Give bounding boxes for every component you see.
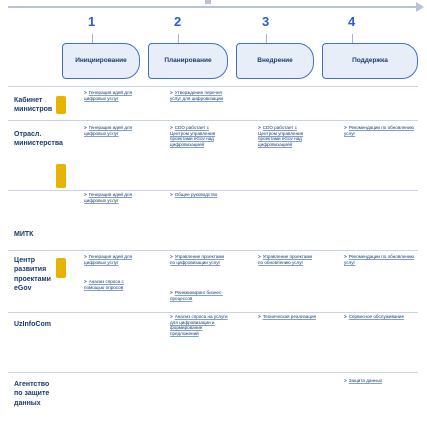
stage-connector [352,34,353,44]
band-cabinet [56,96,66,114]
list-item: >Рекомендации по обновлению услуг [344,125,414,136]
stage-number-2: 2 [174,14,182,29]
list-item: >CDO работает с Центром управления проек… [170,125,216,148]
row-label-otrasl: Отрасл. министерства [14,131,63,148]
phase-planning: Планирование [148,43,228,79]
list-item: >Общее руководство [170,192,218,197]
band-center [56,258,66,278]
row-divider [8,120,418,121]
list-item: >Техническая реализация [258,314,317,319]
list-item: >Анализ спроса с помощью опросов [84,279,124,290]
timeline-line [8,6,420,8]
list-item: >Рекомендации по обновлению услуг [344,254,414,265]
list-item: >Управление проектами по обновлению услу… [258,254,313,265]
row-label-cabinet: Кабинет министров [14,97,53,114]
list-item: >Генерация идей для цифровых услуг [84,192,133,203]
row-divider [8,372,418,373]
list-item: >Управление проектами по цифровизации ус… [170,254,225,265]
row-divider [8,86,418,87]
list-item: >Генерация идей для цифровых услуг [84,125,133,136]
phase-initiation: Инициирование [62,43,140,79]
list-item: >Реинжиниринг бизнес-процессов [170,290,223,301]
row-divider [8,312,418,313]
row-label-center: Центр развития проектами eGov [14,257,51,293]
band-otrasl [56,164,66,188]
list-item: >Генерация идей для цифровых услуг [84,254,133,265]
list-item: >Утверждение перечня услуг для цифровиза… [170,90,224,101]
stage-number-4: 4 [348,14,356,29]
stage-connector [178,34,179,44]
row-divider [8,250,418,251]
list-item: >CDO работает с Центром управления проек… [258,125,304,148]
row-label-agency: Агентство по защите данных [14,381,50,407]
list-item: >Защита данных [344,378,383,383]
row-label-uzinfocom: UzInfoCom [14,321,51,328]
list-item: >Генерация идей для цифровых услуг [84,90,133,101]
timeline-marker [205,0,211,4]
stage-connector [266,34,267,44]
list-item: >Анализ спроса на услуги для цифровизаци… [170,314,228,337]
timeline-arrow-icon [416,2,424,12]
stage-number-3: 3 [262,14,270,29]
stage-connector [92,34,93,44]
row-label-mitk: МИТК [14,231,34,238]
stage-number-1: 1 [88,14,96,29]
row-divider [8,190,418,191]
phase-implementation: Внедрение [236,43,314,79]
list-item: >Сервисное обслуживание [344,314,405,319]
phase-support: Поддержка [322,43,418,79]
